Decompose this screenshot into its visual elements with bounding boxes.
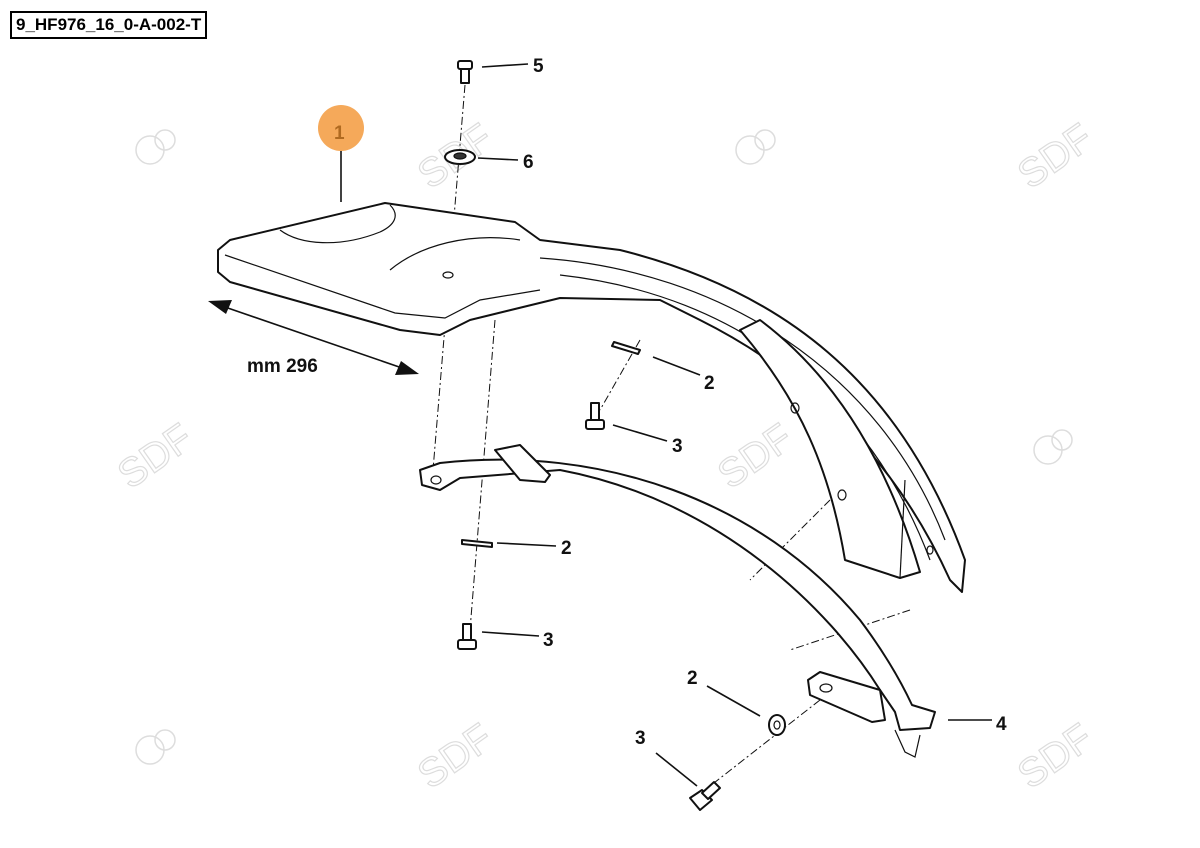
dimension-label: mm 296: [247, 356, 318, 377]
bracket-part-4[interactable]: [419, 444, 936, 758]
svg-text:SDF: SDF: [1010, 715, 1101, 797]
callout-2[interactable]: 2: [704, 373, 715, 394]
callout-2[interactable]: 2: [561, 538, 572, 559]
callout-6[interactable]: 6: [523, 152, 534, 173]
callout-label: 1: [334, 123, 345, 144]
callout-3[interactable]: 3: [543, 630, 554, 651]
svg-text:SDF: SDF: [710, 415, 801, 497]
diagram-reference-code: 9_HF976_16_0-A-002-T: [10, 11, 208, 39]
bolt-part-5[interactable]: [457, 60, 473, 84]
fender-part-1[interactable]: [217, 202, 966, 593]
callout-highlight-circle: [318, 105, 364, 151]
dimension-arrow: [208, 300, 419, 375]
svg-text:SDF: SDF: [1010, 115, 1101, 197]
svg-text:SDF: SDF: [110, 415, 201, 497]
callout-3[interactable]: 3: [635, 728, 646, 749]
svg-text:SDF: SDF: [410, 715, 501, 797]
callout-5[interactable]: 5: [533, 56, 544, 77]
callout-2[interactable]: 2: [687, 668, 698, 689]
callout-3[interactable]: 3: [672, 436, 683, 457]
screw-part-3[interactable]: [457, 402, 721, 811]
watermark: SDF SDF SDF SDF SDF SDF: [109, 115, 1101, 798]
leader-lines: [340, 63, 992, 787]
callout-4[interactable]: 4: [996, 714, 1007, 735]
pin-part-2[interactable]: [461, 341, 786, 736]
callout-1[interactable]: 1: [318, 105, 364, 151]
washer-part-6[interactable]: [444, 149, 476, 165]
